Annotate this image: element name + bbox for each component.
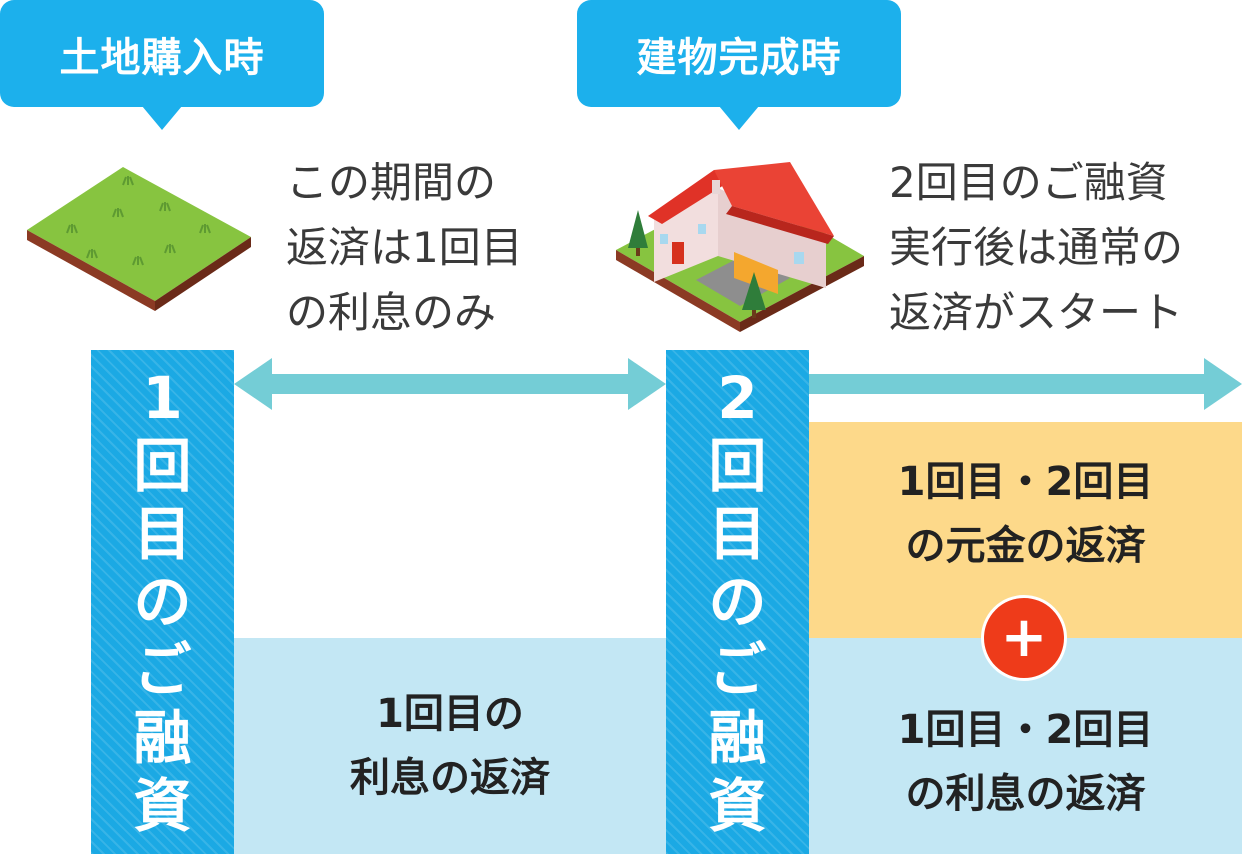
principal-line-2: の元金の返済 bbox=[905, 523, 1146, 569]
first-loan-char: 回 bbox=[133, 432, 192, 500]
caption-interest-only-period: この期間の 返済は1回目 の利息のみ bbox=[286, 158, 523, 337]
bubble-land-purchase-tail bbox=[142, 106, 182, 130]
interest-period-double-arrow-icon bbox=[234, 358, 666, 410]
first-loan-char: ご bbox=[133, 636, 192, 704]
combined-interest-line-2: の利息の返済 bbox=[905, 771, 1146, 817]
first-loan-char: 目 bbox=[133, 500, 192, 568]
plus-icon: + bbox=[981, 595, 1067, 681]
second-loan-char: ご bbox=[708, 636, 767, 704]
second-loan-char: の bbox=[708, 568, 767, 636]
second-loan-column: 2 回 目 の ご 融 資 bbox=[666, 350, 809, 854]
repayment-forward-arrow-icon bbox=[809, 358, 1242, 410]
first-interest-repayment-box: 1回目の 利息の返済 bbox=[234, 638, 666, 854]
bubble-building-complete-tail bbox=[719, 106, 759, 130]
bubble-building-complete-label: 建物完成時 bbox=[636, 34, 842, 81]
plus-symbol: + bbox=[1000, 605, 1048, 670]
house-icon bbox=[616, 162, 864, 332]
principal-repayment-box: 1回目・2回目 の元金の返済 bbox=[809, 422, 1242, 638]
bubble-land-purchase: 土地購入時 bbox=[0, 0, 324, 107]
bubble-land-purchase-label: 土地購入時 bbox=[59, 34, 265, 81]
first-interest-line-2: 利息の返済 bbox=[350, 755, 550, 801]
first-loan-char: の bbox=[133, 568, 192, 636]
first-interest-line-1: 1回目の bbox=[376, 691, 524, 737]
first-loan-column: 1 回 目 の ご 融 資 bbox=[91, 350, 234, 854]
first-loan-char: 融 bbox=[133, 704, 192, 772]
first-loan-char: 1 bbox=[142, 364, 183, 432]
second-loan-char: 融 bbox=[708, 704, 767, 772]
second-loan-char: 2 bbox=[717, 364, 758, 432]
first-loan-char: 資 bbox=[133, 772, 192, 840]
second-loan-char: 目 bbox=[708, 500, 767, 568]
second-loan-char: 回 bbox=[708, 432, 767, 500]
combined-interest-line-1: 1回目・2回目 bbox=[897, 707, 1154, 753]
grass-land-icon bbox=[27, 167, 251, 311]
first-loan-label: 1 回 目 の ご 融 資 bbox=[91, 350, 234, 854]
second-loan-char: 資 bbox=[708, 772, 767, 840]
caption-normal-repayment-start: 2回目のご融資 実行後は通常の 返済がスタート bbox=[889, 158, 1184, 337]
second-loan-label: 2 回 目 の ご 融 資 bbox=[666, 350, 809, 854]
bubble-building-complete: 建物完成時 bbox=[577, 0, 901, 107]
principal-line-1: 1回目・2回目 bbox=[897, 459, 1154, 505]
